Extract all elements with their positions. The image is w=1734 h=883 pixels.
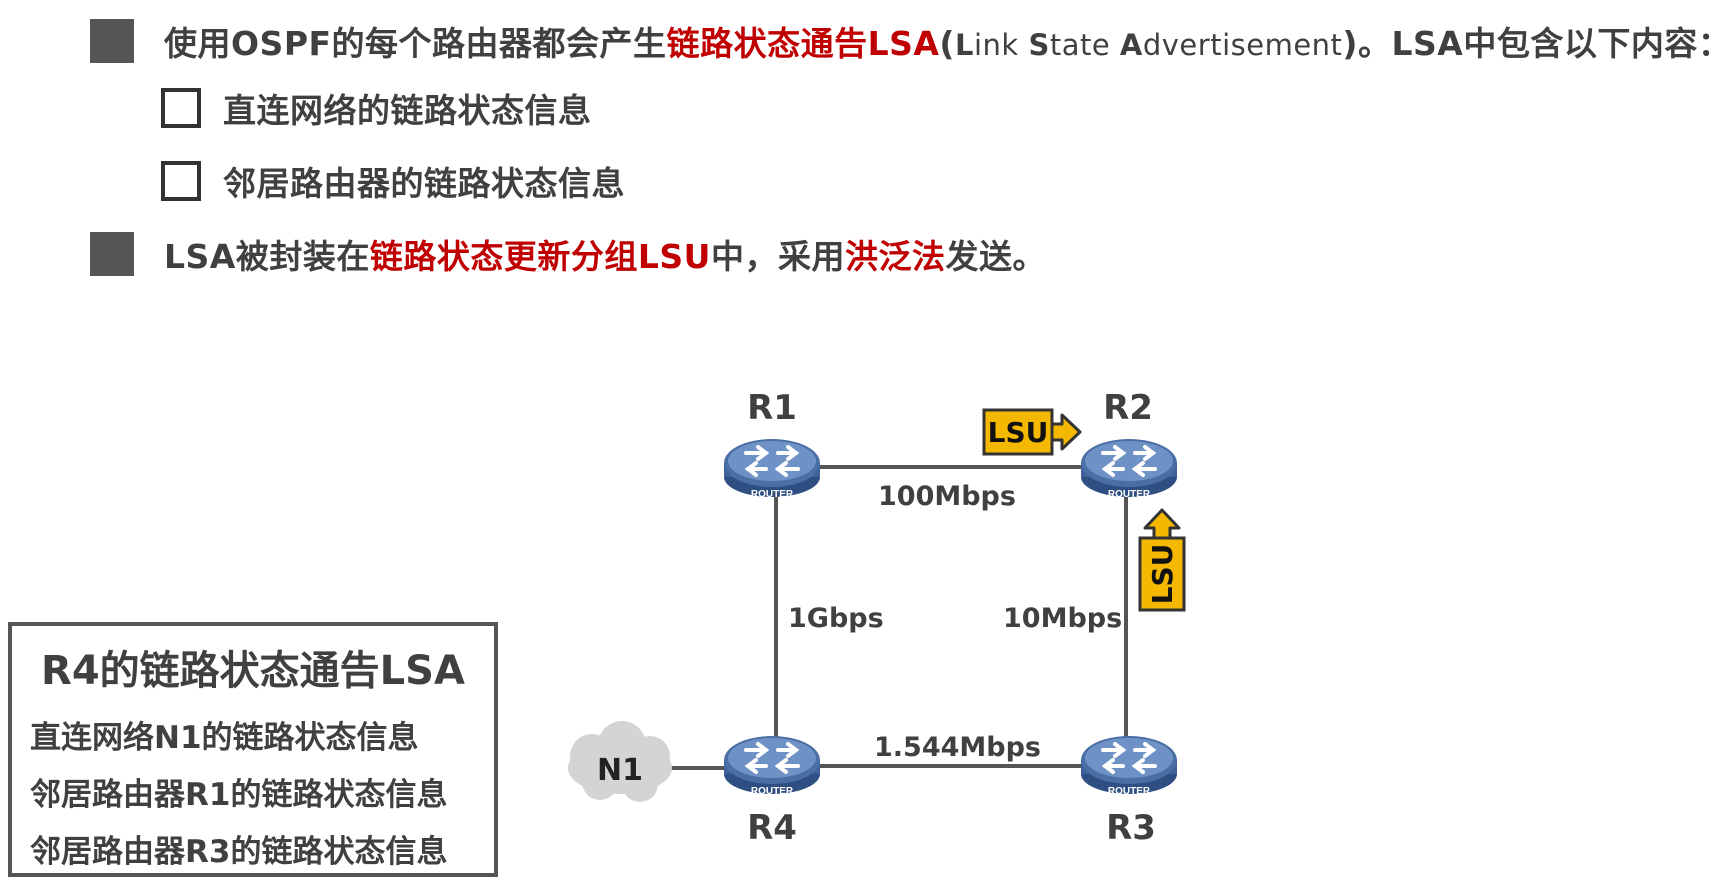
text-segment: 。LSA中包含以下内容：	[1358, 24, 1732, 63]
router-label-r2: R2	[1103, 388, 1153, 428]
router-label-r4: R4	[747, 808, 797, 848]
lsu-packet-right: LSU	[982, 408, 1082, 456]
bullet-text: LSA被封装在链路状态更新分组LSU中，采用洪泛法发送。	[164, 237, 1046, 276]
checkbox-icon	[161, 161, 201, 201]
highlight-lsu: 链路状态更新分组LSU	[369, 237, 711, 276]
lsa-item: 邻居路由器R1的链路状态信息	[30, 777, 448, 813]
lsa-item: 直连网络N1的链路状态信息	[30, 720, 419, 756]
paren-open: (	[939, 24, 955, 63]
router-label-r3: R3	[1106, 808, 1156, 848]
svg-text:ROUTER: ROUTER	[1108, 786, 1151, 797]
svg-text:ROUTER: ROUTER	[1108, 489, 1151, 500]
paren-close: )	[1342, 24, 1359, 63]
sub-item-label: 直连网络的链路状态信息	[223, 91, 592, 130]
svg-text:ROUTER: ROUTER	[751, 786, 794, 797]
arrow-up-icon	[1143, 508, 1181, 540]
bullet-text: 使用OSPF的每个路由器都会产生链路状态通告LSA(Link State Adv…	[164, 17, 1731, 65]
lsa-box-title: R4的链路状态通告LSA	[41, 648, 465, 694]
router-r3: ROUTER	[1079, 734, 1179, 797]
router-r1: ROUTER	[722, 437, 822, 500]
lsu-packet-up: LSU	[1138, 508, 1186, 612]
bandwidth-label-r4-r3: 1.544Mbps	[874, 732, 1041, 763]
sub-item-label: 邻居路由器的链路状态信息	[223, 164, 625, 203]
arrow-right-icon	[1050, 413, 1082, 451]
r4-lsa-box: R4的链路状态通告LSA 直连网络N1的链路状态信息 邻居路由器R1的链路状态信…	[8, 622, 498, 877]
bandwidth-label-r1-r4: 1Gbps	[788, 603, 884, 634]
bandwidth-label-r2-r3: 10Mbps	[1003, 603, 1122, 634]
sub-item-neighbor-router: 邻居路由器的链路状态信息	[161, 157, 625, 205]
network-label-n1: N1	[597, 753, 643, 788]
svg-text:LSU: LSU	[988, 416, 1049, 449]
links	[665, 465, 1128, 770]
router-label-r1: R1	[747, 388, 797, 428]
checkbox-icon	[161, 88, 201, 128]
router-r2: ROUTER	[1079, 437, 1179, 500]
lsa-expansion: Link State Advertisement	[955, 28, 1343, 62]
svg-text:LSU: LSU	[1146, 544, 1179, 605]
bullet-square-icon	[90, 19, 134, 63]
bullet-lsa-intro: 使用OSPF的每个路由器都会产生链路状态通告LSA(Link State Adv…	[90, 17, 1731, 65]
bullet-lsu-flooding: LSA被封装在链路状态更新分组LSU中，采用洪泛法发送。	[90, 230, 1046, 278]
svg-text:ROUTER: ROUTER	[751, 489, 794, 500]
highlight-flooding: 洪泛法	[844, 237, 946, 276]
highlight-lsa: 链路状态通告LSA	[666, 24, 940, 63]
bandwidth-label-r1-r2: 100Mbps	[878, 481, 1016, 512]
network-n1-cloud: N1	[568, 721, 672, 802]
sub-item-direct-network: 直连网络的链路状态信息	[161, 84, 592, 132]
text-segment: 使用OSPF的每个路由器都会产生	[164, 24, 667, 63]
lsa-item: 邻居路由器R3的链路状态信息	[30, 834, 448, 870]
router-r4: ROUTER	[722, 734, 822, 797]
bullet-square-icon	[90, 232, 134, 276]
